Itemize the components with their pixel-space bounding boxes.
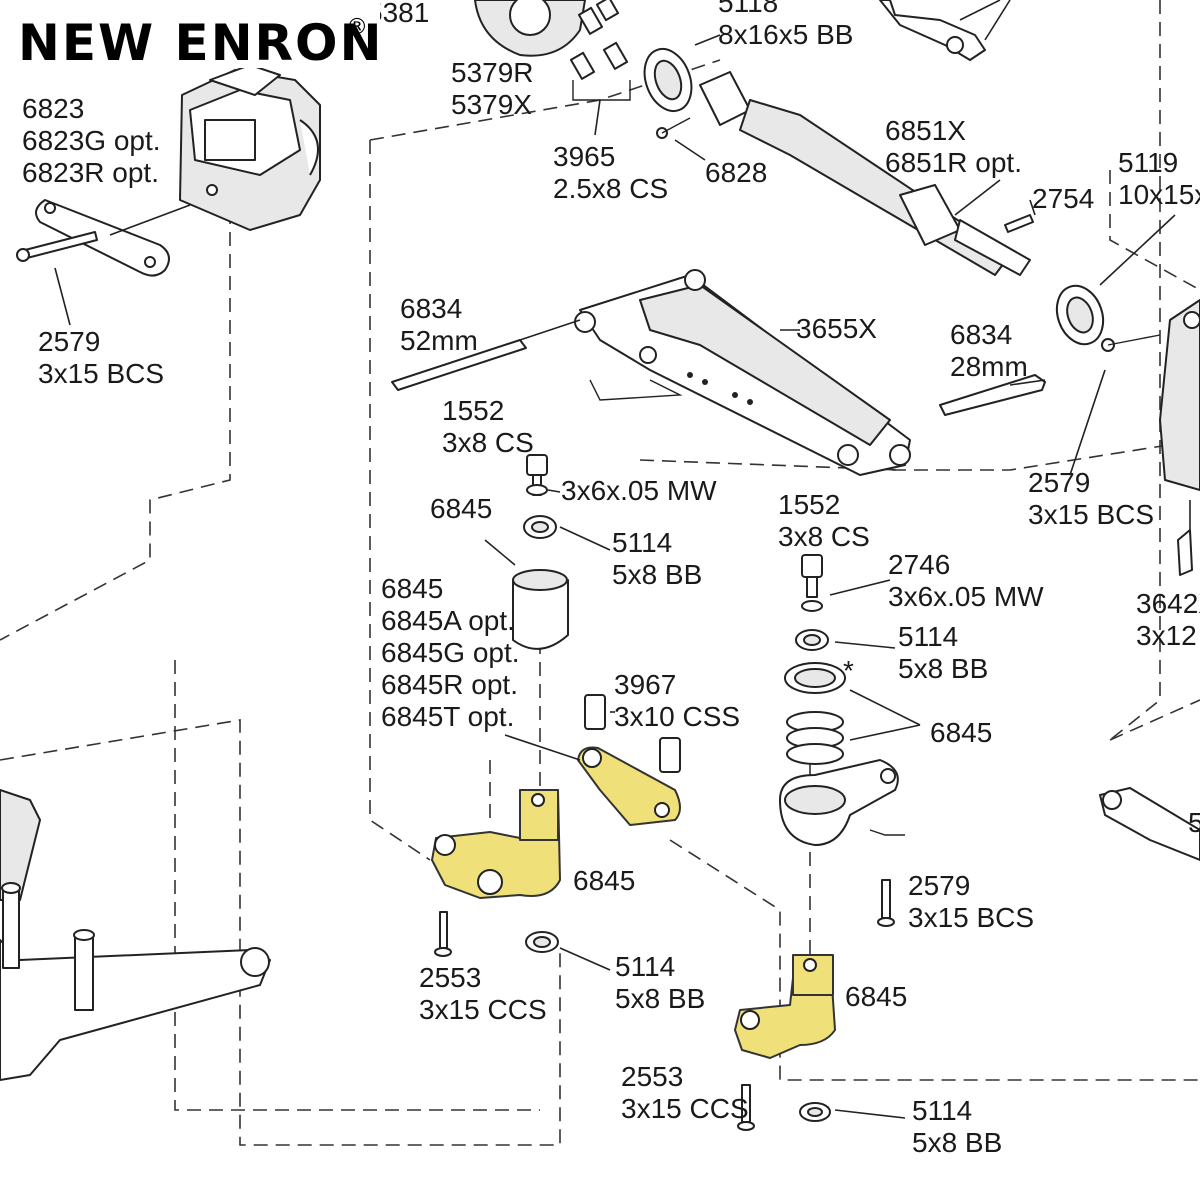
drive-shaft bbox=[656, 71, 1036, 276]
label-6845-c: 6845 bbox=[930, 717, 992, 748]
label-2579-a-spec: 3x15 BCS bbox=[38, 358, 164, 389]
label-6823: 6823 bbox=[22, 93, 84, 124]
top-link bbox=[879, 0, 1011, 61]
label-6845g-opt: 6845G opt. bbox=[381, 637, 520, 668]
label-3967-spec: 3x10 CSS bbox=[614, 701, 740, 732]
label-5114-c: 5114 bbox=[615, 951, 675, 982]
knuckle-upper bbox=[431, 789, 611, 971]
label-3642x-spec: 3x12 bbox=[1136, 620, 1197, 651]
diff-housing bbox=[179, 64, 321, 231]
label-2746: 2746 bbox=[888, 549, 950, 580]
label-5379r: 5379R bbox=[451, 57, 534, 88]
label-5379x: 5379X bbox=[451, 89, 532, 120]
label-5114-d: 5114 bbox=[912, 1095, 972, 1126]
label-1552-a: 1552 bbox=[442, 395, 504, 426]
label-6845a-opt: 6845A opt. bbox=[381, 605, 515, 636]
label-6834-a: 6834 bbox=[400, 293, 462, 324]
label-2579-c-spec: 3x15 BCS bbox=[908, 902, 1034, 933]
label-3965-spec: 2.5x8 CS bbox=[553, 173, 668, 204]
label-6834-a-spec: 52mm bbox=[400, 325, 478, 356]
mount-plate bbox=[16, 199, 191, 326]
label-2553-b-spec: 3x15 CCS bbox=[621, 1093, 749, 1124]
left-stack bbox=[484, 454, 611, 650]
knuckle-lower bbox=[734, 954, 906, 1131]
bearing-5118 bbox=[643, 34, 721, 112]
label-3642x: 3642X bbox=[1136, 588, 1200, 619]
label-6851r: 6851R opt. bbox=[885, 147, 1022, 178]
label-6851x: 6851X bbox=[885, 115, 966, 146]
label-5114-b: 5114 bbox=[898, 621, 958, 652]
hinge-pins bbox=[391, 319, 1046, 416]
label-2579-b: 2579 bbox=[1028, 467, 1090, 498]
label-2553-a-spec: 3x15 CCS bbox=[419, 994, 547, 1025]
brand-logo: NEW ENRON bbox=[18, 14, 383, 72]
servo-saver bbox=[779, 554, 921, 927]
bearing-5119 bbox=[1055, 214, 1176, 346]
label-1552-b: 1552 bbox=[778, 489, 840, 520]
label-5114-a: 5114 bbox=[612, 527, 672, 558]
label-1552-b-spec: 3x8 CS bbox=[778, 521, 870, 552]
label-6828: 6828 bbox=[705, 157, 767, 188]
suspension-arm bbox=[574, 269, 911, 476]
label-2746-spec: 3x6x.05 MW bbox=[888, 581, 1044, 612]
labels: 6881 5381 5118 8x16x5 BB 5379R 5379X 396… bbox=[22, 0, 1200, 1158]
label-2553-b: 2553 bbox=[621, 1061, 683, 1092]
label-5114-c-spec: 5x8 BB bbox=[615, 983, 705, 1014]
label-2754: 2754 bbox=[1032, 183, 1094, 214]
label-6845t-opt: 6845T opt. bbox=[381, 701, 514, 732]
label-1552-a-spec: 3x8 CS bbox=[442, 427, 534, 458]
label-5119-spec: 10x15x bbox=[1118, 179, 1200, 210]
left-chassis bbox=[0, 787, 1200, 1081]
label-6845-a: 6845 bbox=[430, 493, 492, 524]
label-asterisk: * bbox=[843, 655, 854, 686]
label-6823r: 6823R opt. bbox=[22, 157, 159, 188]
label-3965: 3965 bbox=[553, 141, 615, 172]
label-3x6-a: 3x6x.05 MW bbox=[561, 475, 717, 506]
label-5114-d-spec: 5x8 BB bbox=[912, 1127, 1002, 1158]
label-5118: 5118 bbox=[718, 0, 778, 18]
label-6845-e: 6845 bbox=[845, 981, 907, 1012]
label-5114-b-spec: 5x8 BB bbox=[898, 653, 988, 684]
label-6834-b-spec: 28mm bbox=[950, 351, 1028, 382]
label-6845-b: 6845 bbox=[381, 573, 443, 604]
label-2553-a: 2553 bbox=[419, 962, 481, 993]
label-6823g: 6823G opt. bbox=[22, 125, 161, 156]
spur-gear bbox=[474, 0, 631, 136]
label-3967: 3967 bbox=[614, 669, 676, 700]
label-3655x: 3655X bbox=[796, 313, 877, 344]
brand-backdrop bbox=[0, 0, 380, 68]
label-5-right: 5 bbox=[1188, 807, 1200, 838]
bellcrank-left bbox=[504, 694, 681, 826]
label-5119: 5119 bbox=[1118, 147, 1178, 178]
label-2579-b-spec: 3x15 BCS bbox=[1028, 499, 1154, 530]
label-6834-b: 6834 bbox=[950, 319, 1012, 350]
brand-registered-mark: ® bbox=[346, 15, 368, 40]
right-carrier bbox=[1069, 299, 1200, 576]
label-2579-a: 2579 bbox=[38, 326, 100, 357]
label-6845-d: 6845 bbox=[573, 865, 635, 896]
label-5114-a-spec: 5x8 BB bbox=[612, 559, 702, 590]
label-2579-c: 2579 bbox=[908, 870, 970, 901]
label-5118-spec: 8x16x5 BB bbox=[718, 19, 853, 50]
label-6845r-opt: 6845R opt. bbox=[381, 669, 518, 700]
